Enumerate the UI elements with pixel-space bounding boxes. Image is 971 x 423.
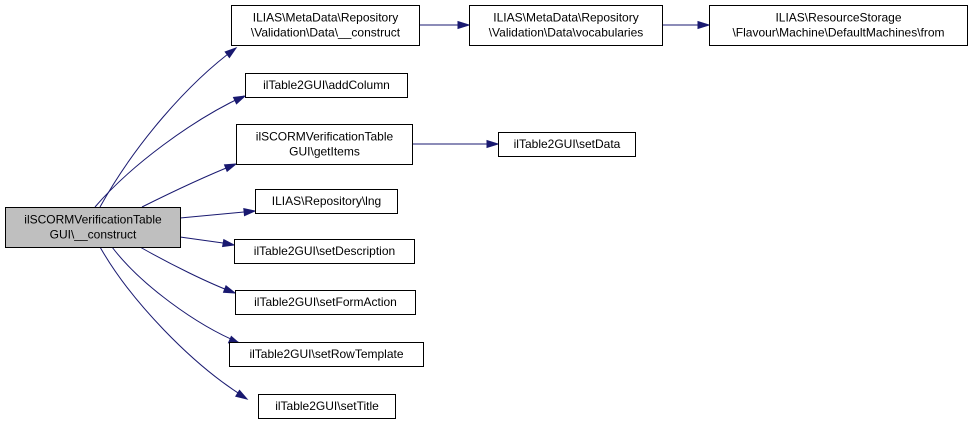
edge-root-to-lng [179,207,257,219]
node-label: ilTable2GUI\setTitle [275,399,379,413]
node-label: \Flavour\Machine\DefaultMachines\from [732,26,944,40]
arrowhead [224,46,238,59]
node-box [5,207,181,248]
arrowhead [457,20,471,30]
edge-line [99,47,237,208]
node-label: ilSCORMVerificationTable [24,213,162,227]
arrowhead [221,238,236,248]
edge-md_vocab-to-rs_from [662,20,711,30]
edges-layer [94,20,711,400]
node-label: ILIAS\MetaData\Repository [493,11,638,25]
edge-root-to-setDescription [179,236,236,248]
nodes-layer: ilSCORMVerificationTableGUI\__constructI… [5,5,968,419]
node-label: ilTable2GUI\setDescription [254,244,395,258]
node-box [709,5,968,46]
node-setRowTemplate[interactable]: ilTable2GUI\setRowTemplate [229,342,424,367]
node-box [469,5,663,46]
edge-line [179,236,224,244]
node-box [235,290,416,315]
arrowhead [223,163,238,173]
node-label: ILIAS\MetaData\Repository [253,11,398,25]
edge-root-to-setRowTemplate [111,246,242,345]
node-setData[interactable]: ilTable2GUI\setData [498,132,636,157]
node-box [258,394,396,419]
edge-root-to-md_construct [99,46,238,208]
node-box [236,124,413,165]
arrowhead [222,284,237,294]
arrowhead [243,207,257,217]
node-lng[interactable]: ILIAS\Repository\lng [255,189,398,214]
node-setTitle[interactable]: ilTable2GUI\setTitle [258,394,396,419]
node-label: ilTable2GUI\addColumn [263,78,390,92]
edge-line [111,246,241,344]
arrowhead [486,139,500,149]
node-label: \Validation\Data\__construct [251,26,401,40]
node-label: GUI\getItems [289,145,360,159]
arrowhead [235,389,249,400]
edge-line [179,211,245,219]
node-label: \Validation\Data\vocabularies [489,26,644,40]
node-label: ILIAS\Repository\lng [272,194,381,208]
edge-root-to-setTitle [99,246,249,400]
node-label: ilSCORMVerificationTable [256,130,394,144]
edge-line [141,163,237,208]
node-setFormAction[interactable]: ilTable2GUI\setFormAction [235,290,416,315]
arrowhead [697,20,711,30]
node-box [231,5,420,46]
node-box [498,132,636,157]
node-label: ilTable2GUI\setRowTemplate [249,347,403,361]
node-setDescription[interactable]: ilTable2GUI\setDescription [234,239,415,264]
edge-root-to-addColumn [94,95,247,208]
node-addColumn[interactable]: ilTable2GUI\addColumn [245,73,408,98]
edge-root-to-setFormAction [139,246,237,294]
arrowhead [232,95,247,105]
node-box [245,73,408,98]
edge-line [99,246,247,399]
node-box [234,239,415,264]
edge-getItems-to-setData [412,139,500,149]
edge-line [139,246,236,294]
edge-line [94,95,245,208]
node-rs_from[interactable]: ILIAS\ResourceStorage\Flavour\Machine\De… [709,5,968,46]
node-label: ilTable2GUI\setData [514,137,621,151]
node-md_vocab[interactable]: ILIAS\MetaData\Repository\Validation\Dat… [469,5,663,46]
edge-root-to-getItems [141,163,238,208]
node-box [255,189,398,214]
node-box [229,342,424,367]
node-label: GUI\__construct [50,228,137,242]
node-md_construct[interactable]: ILIAS\MetaData\Repository\Validation\Dat… [231,5,420,46]
node-label: ILIAS\ResourceStorage [775,11,901,25]
edge-md_construct-to-md_vocab [419,20,471,30]
node-label: ilTable2GUI\setFormAction [254,295,397,309]
